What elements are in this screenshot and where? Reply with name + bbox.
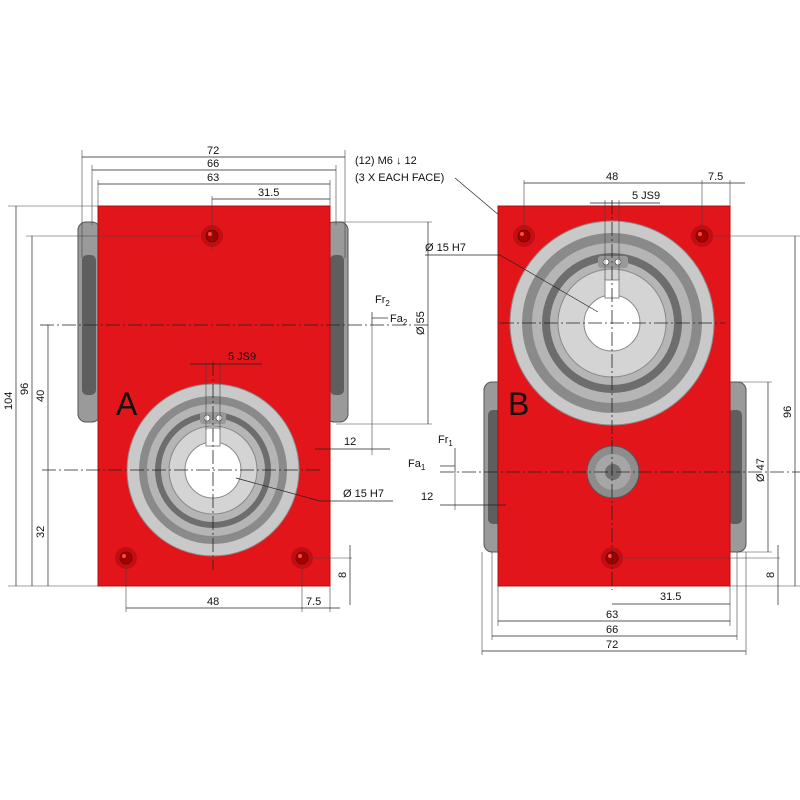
svg-text:32: 32	[35, 526, 47, 538]
svg-text:7.5: 7.5	[708, 171, 723, 183]
view-b-dim-66: 66	[491, 552, 738, 640]
svg-text:104: 104	[3, 392, 15, 410]
svg-text:31.5: 31.5	[660, 591, 681, 603]
view-a-dim-48: 48	[125, 565, 303, 612]
svg-text:12: 12	[421, 491, 433, 503]
svg-text:72: 72	[207, 145, 219, 157]
svg-text:66: 66	[606, 624, 618, 636]
view-a-dim-32: 32	[35, 470, 49, 586]
view-a-dim-8: 8	[310, 545, 352, 605]
view-a-dim-keyway: 5 JS9	[190, 351, 262, 430]
svg-text:72: 72	[606, 639, 618, 651]
svg-text:48: 48	[606, 171, 618, 183]
svg-text:96: 96	[19, 383, 31, 395]
svg-text:8: 8	[765, 572, 777, 578]
view-b-load-fr1: Fr1	[438, 434, 456, 472]
view-b: B 48 7.5 5 JS9 Ø 15 H7	[408, 171, 800, 655]
view-b-dim-dia-47: Ø 47	[738, 381, 772, 553]
view-a-dim-31-5: 31.5	[211, 187, 330, 250]
view-a-dim-dia-55: Ø 55	[336, 221, 432, 425]
view-a-label: A	[116, 386, 138, 422]
svg-text:48: 48	[207, 596, 219, 608]
view-b-dim-72: 72	[481, 552, 747, 655]
view-a-dim-12: 12	[315, 325, 390, 455]
view-a-load-fr2: Fr2	[371, 294, 390, 325]
svg-text:40: 40	[35, 390, 47, 402]
view-a-load-fa2: Fa2	[372, 313, 408, 327]
view-b-mounting-hole-top-right	[691, 225, 713, 247]
view-a-dim-72: 72	[81, 145, 346, 258]
svg-text:7.5: 7.5	[306, 596, 321, 608]
view-b-dim-48: 48	[523, 171, 703, 230]
view-a: A 72 66 63 31.5	[3, 145, 432, 612]
view-a-dim-104: 104	[3, 205, 98, 587]
svg-text:Fr2: Fr2	[375, 294, 390, 308]
svg-text:Ø 55: Ø 55	[415, 311, 427, 335]
view-b-mounting-hole-top-left	[513, 225, 535, 247]
svg-text:(3 X EACH FACE): (3 X EACH FACE)	[355, 172, 444, 184]
view-a-dim-63: 63	[97, 172, 331, 206]
view-b-dim-8: 8	[620, 545, 780, 605]
view-a-dim-7-5: 7.5	[302, 586, 340, 612]
svg-text:31.5: 31.5	[258, 187, 279, 199]
view-a-dim-96: 96	[19, 235, 200, 586]
svg-text:(12) M6 ↓ 12: (12) M6 ↓ 12	[355, 155, 417, 167]
view-b-dim-7-5: 7.5	[702, 171, 745, 206]
svg-text:Ø 15 H7: Ø 15 H7	[425, 242, 466, 254]
view-a-dim-bore: Ø 15 H7	[235, 477, 393, 502]
view-a-dim-40: 40	[35, 325, 49, 470]
svg-text:Ø 15 H7: Ø 15 H7	[343, 488, 384, 500]
view-b-dim-96: 96	[712, 235, 800, 587]
view-b-load-fa1: Fa1	[408, 458, 455, 472]
svg-text:Ø 47: Ø 47	[755, 458, 767, 482]
view-a-dim-66: 66	[91, 158, 337, 225]
svg-text:Fa2: Fa2	[390, 313, 408, 327]
view-a-mounting-hole-bottom-right	[291, 547, 313, 569]
svg-text:63: 63	[606, 609, 618, 621]
svg-text:96: 96	[782, 406, 794, 418]
view-b-dim-bore: Ø 15 H7	[425, 242, 599, 313]
view-b-dim-keyway: 5 JS9	[590, 190, 660, 280]
view-b-label: B	[508, 386, 529, 422]
thread-note: (12) M6 ↓ 12 (3 X EACH FACE)	[355, 155, 520, 233]
svg-text:5 JS9: 5 JS9	[228, 351, 256, 363]
svg-text:66: 66	[207, 158, 219, 170]
view-b-dim-31-5: 31.5	[612, 591, 730, 605]
svg-text:63: 63	[207, 172, 219, 184]
svg-text:Fr1: Fr1	[438, 434, 453, 448]
svg-text:Fa1: Fa1	[408, 458, 426, 472]
svg-text:5 JS9: 5 JS9	[632, 190, 660, 202]
svg-text:12: 12	[344, 436, 356, 448]
view-b-dim-12: 12	[421, 472, 506, 510]
view-a-mounting-hole-bottom-left	[115, 547, 137, 569]
svg-text:8: 8	[337, 572, 349, 578]
view-a-side-bearing-left	[77, 221, 101, 423]
view-b-dim-63: 63	[497, 586, 731, 626]
